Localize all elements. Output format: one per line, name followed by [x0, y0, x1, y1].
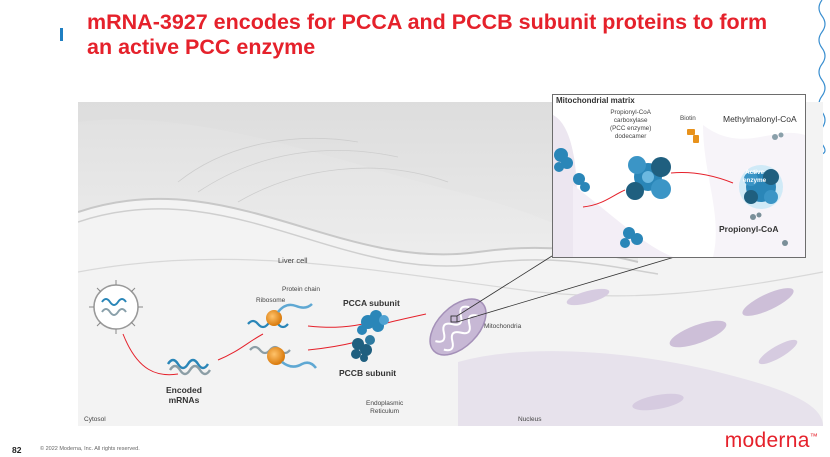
pccb-subunit-label: PCCB subunit	[339, 368, 397, 378]
lnp-particle	[89, 280, 143, 334]
mitochondria-shape	[429, 298, 487, 356]
mitochondrial-matrix-inset: Mitochondrial matrix Propionyl-CoA carbo…	[552, 94, 806, 258]
ribosome-upper	[247, 303, 313, 329]
slide-title: mRNA-3927 encodes for PCCA and PCCB subu…	[87, 10, 768, 59]
encoded-mrna-strands	[166, 358, 212, 376]
pccb-subunit-shape	[351, 335, 375, 362]
active-enzyme-label: Active enzyme	[743, 169, 767, 184]
protein-chain-label: Protein chain	[282, 286, 320, 293]
pcca-subunit-shape	[357, 310, 389, 335]
encoded-mrnas-label: Encoded mRNAs	[166, 385, 202, 405]
pcca-subunit-label: PCCA subunit	[343, 298, 400, 308]
nucleus-label: Nucleus	[518, 416, 542, 423]
pcc-enzyme-label: Propionyl-CoA carboxylase (PCC enzyme) d…	[610, 109, 652, 140]
nucleus-shape	[458, 351, 823, 426]
liver-cell-label: Liver cell	[278, 256, 308, 265]
copyright-text: © 2022 Moderna, Inc. All rights reserved…	[40, 446, 140, 452]
mitochondrial-matrix-title: Mitochondrial matrix	[556, 96, 635, 105]
biotin-label: Biotin	[680, 115, 696, 122]
ribosome-label: Ribosome	[256, 297, 286, 304]
biotin-shape	[687, 129, 699, 143]
methylmalonyl-coa-label: Methylmalonyl-CoA	[723, 114, 797, 124]
pcc-dodecamer-shape	[626, 156, 671, 200]
mitochondria-label: Mitochondria	[484, 323, 522, 330]
cytosol-label: Cytosol	[84, 416, 106, 423]
page-number: 82	[12, 445, 22, 455]
pcc-mechanism-diagram: Liver cell Protein chain Ribosome PCCA s…	[78, 94, 823, 426]
title-accent-bar	[60, 28, 63, 41]
inset-artwork	[553, 95, 805, 257]
active-enzyme-shape	[739, 165, 783, 209]
ribosome-lower	[249, 345, 317, 369]
endoplasmic-reticulum-label: Endoplasmic Reticulum	[366, 400, 404, 415]
moderna-logo: moderna™	[724, 429, 818, 452]
propionyl-coa-label: Propionyl-CoA	[719, 224, 779, 234]
